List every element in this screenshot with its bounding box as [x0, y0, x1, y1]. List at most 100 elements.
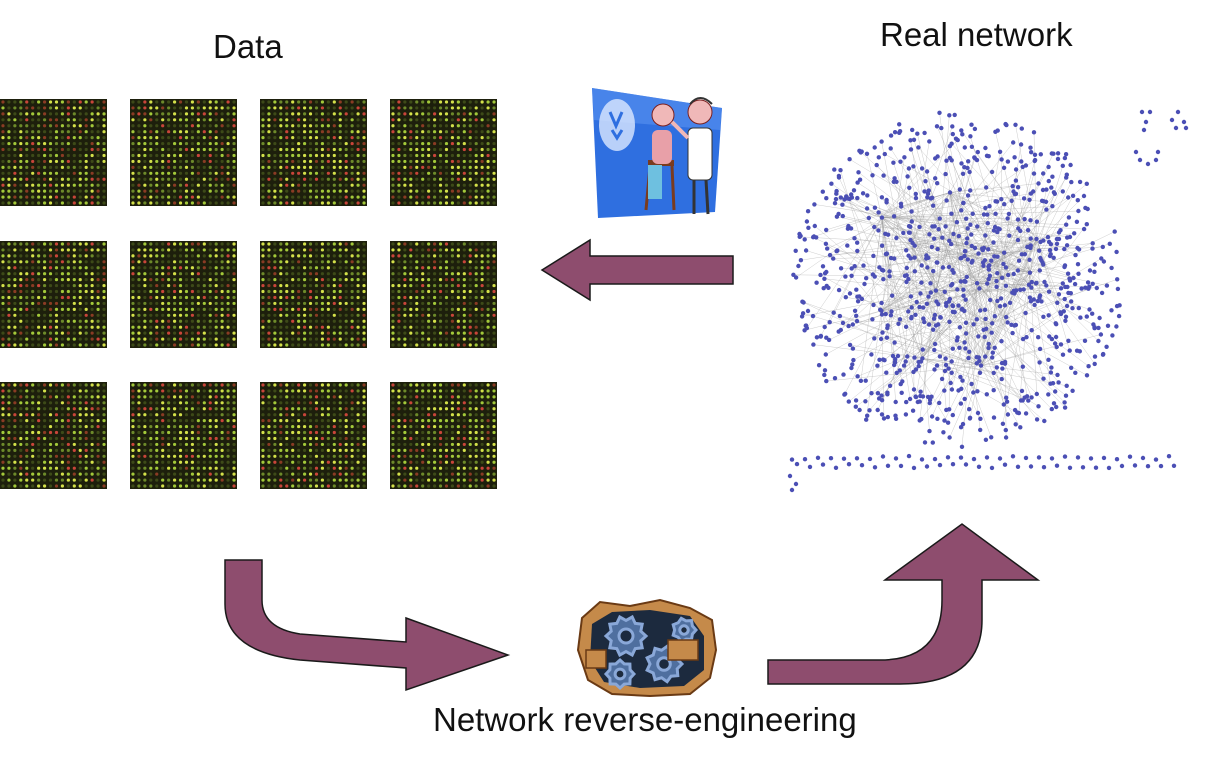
- network-node: [878, 336, 884, 342]
- network-node: [1044, 283, 1049, 288]
- isolated-node: [1067, 465, 1073, 470]
- network-node: [884, 370, 889, 375]
- network-node: [836, 175, 842, 180]
- network-node: [984, 326, 989, 331]
- network-node: [854, 287, 859, 292]
- network-node: [956, 388, 961, 393]
- network-node: [934, 363, 940, 368]
- network-node: [999, 157, 1004, 162]
- network-node: [884, 335, 890, 340]
- network-node: [947, 238, 952, 243]
- network-node: [945, 420, 951, 425]
- network-node: [909, 305, 914, 310]
- network-node: [911, 164, 916, 169]
- network-node: [932, 367, 937, 372]
- network-node: [917, 399, 922, 404]
- network-node: [846, 399, 851, 404]
- isolated-node: [1080, 465, 1086, 470]
- network-node: [798, 258, 804, 263]
- network-node: [1003, 283, 1009, 288]
- network-node: [824, 378, 829, 384]
- microarray-tile: [260, 241, 367, 348]
- network-node: [869, 391, 874, 396]
- isolated-node: [1145, 161, 1151, 167]
- network-node: [915, 131, 920, 136]
- network-node: [1070, 306, 1075, 311]
- network-node: [879, 300, 884, 306]
- network-node: [1012, 323, 1017, 328]
- isolated-node: [1088, 456, 1094, 461]
- network-node: [866, 215, 871, 221]
- network-node: [972, 245, 978, 251]
- network-node: [906, 309, 911, 314]
- network-node: [965, 193, 971, 198]
- network-node: [997, 149, 1003, 154]
- network-node: [943, 224, 948, 229]
- network-node: [885, 392, 890, 397]
- network-node: [1090, 246, 1095, 251]
- network-node: [1015, 185, 1021, 190]
- isolated-node: [1062, 454, 1068, 459]
- network-node: [937, 110, 942, 116]
- network-node: [947, 155, 953, 161]
- network-node: [1115, 286, 1121, 292]
- network-node: [978, 308, 983, 313]
- isolated-node: [802, 457, 808, 462]
- network-node: [975, 224, 980, 229]
- microarray-tile: [260, 99, 367, 206]
- network-node: [1028, 299, 1034, 304]
- isolated-node: [919, 457, 925, 462]
- network-node: [805, 209, 811, 214]
- network-node: [905, 354, 910, 359]
- network-node: [922, 319, 927, 325]
- network-node: [956, 233, 961, 239]
- network-node: [858, 378, 864, 383]
- network-node: [956, 303, 961, 308]
- network-node: [1099, 290, 1105, 296]
- isolated-node: [1137, 157, 1143, 163]
- network-node: [1062, 296, 1067, 302]
- network-node: [925, 394, 931, 400]
- network-node: [1076, 271, 1081, 276]
- network-node: [1062, 400, 1067, 405]
- network-node: [1072, 231, 1077, 236]
- network-node: [864, 206, 870, 211]
- network-node: [939, 376, 945, 382]
- network-node: [1100, 244, 1106, 250]
- network-node: [1077, 179, 1083, 185]
- network-node: [1098, 332, 1104, 337]
- network-node: [1101, 259, 1107, 264]
- network-node: [1027, 197, 1032, 202]
- network-node: [910, 408, 916, 413]
- isolated-node: [1153, 457, 1159, 462]
- network-node: [902, 155, 907, 160]
- network-node: [887, 269, 892, 274]
- network-node: [825, 246, 830, 251]
- microarray-tile: [390, 99, 497, 206]
- network-node: [872, 224, 877, 230]
- network-node: [1003, 435, 1009, 440]
- network-node: [976, 251, 981, 256]
- network-node: [924, 301, 930, 306]
- network-node: [964, 216, 969, 221]
- network-node: [1034, 391, 1040, 397]
- network-node: [987, 273, 993, 278]
- network-node: [1011, 140, 1016, 145]
- network-node: [951, 231, 956, 237]
- network-node: [993, 199, 998, 204]
- isolated-node: [1028, 464, 1034, 469]
- isolated-node: [1049, 456, 1055, 461]
- network-node: [818, 272, 823, 278]
- network-node: [898, 381, 903, 387]
- network-node: [1071, 275, 1076, 281]
- network-node: [870, 173, 875, 178]
- gear-hole: [656, 656, 672, 672]
- network-node: [1003, 265, 1009, 270]
- network-node: [897, 317, 903, 322]
- network-node: [972, 126, 978, 132]
- network-node: [824, 227, 829, 233]
- network-node: [1026, 398, 1031, 403]
- network-node: [989, 258, 994, 263]
- microarray-tile: [130, 382, 237, 489]
- network-node: [975, 149, 980, 155]
